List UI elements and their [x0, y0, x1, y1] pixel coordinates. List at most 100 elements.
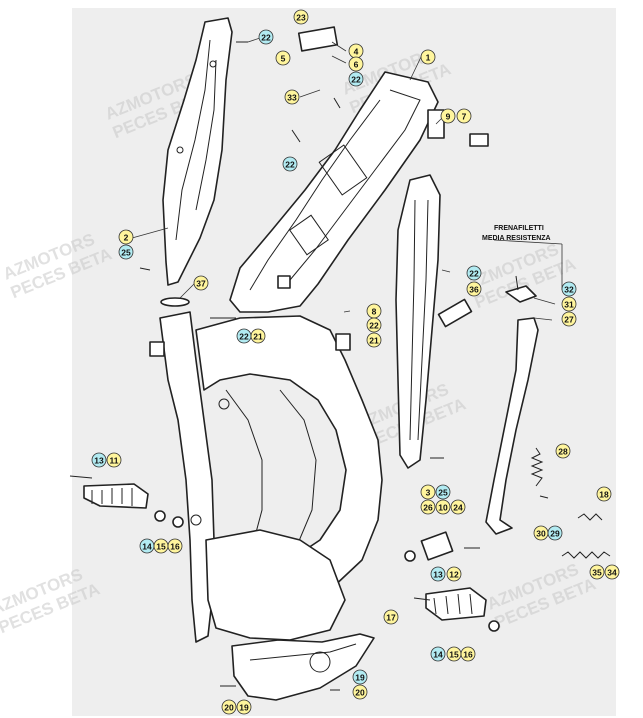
callout-label: 8 — [372, 307, 377, 317]
callout-9: 9 — [440, 108, 456, 124]
callout-label: 32 — [564, 285, 574, 295]
callout-label: 11 — [110, 456, 119, 466]
callout-circle — [561, 296, 577, 312]
callout-label: 28 — [558, 447, 568, 457]
callout-circle — [435, 484, 451, 500]
callout-circle — [450, 499, 466, 515]
rear-subframe — [229, 71, 439, 313]
callout-label: 22 — [469, 269, 479, 279]
threadlock-note: FRENAFILETTI MEDIA RESISTENZA — [482, 225, 551, 242]
callout-circle — [167, 538, 183, 554]
callout-label: 14 — [433, 650, 443, 660]
callout-label: 25 — [121, 248, 131, 258]
callout-33: 33 — [284, 89, 300, 105]
callout-label: 23 — [296, 13, 306, 23]
callout-16: 16 — [460, 646, 476, 662]
callout-label: 4 — [354, 47, 359, 57]
callout-34: 34 — [604, 564, 620, 580]
callout-circle — [282, 156, 298, 172]
callout-23: 23 — [293, 9, 309, 25]
springs — [530, 447, 611, 559]
callout-label: 22 — [285, 160, 295, 170]
callout-30: 30 — [533, 525, 549, 541]
callout-19: 19 — [352, 669, 368, 685]
callout-25: 25 — [118, 244, 134, 260]
callout-circle — [193, 275, 209, 291]
callout-11: 11 — [106, 452, 122, 468]
callout-label: 13 — [94, 456, 104, 466]
callout-circle — [284, 89, 300, 105]
right-footpeg — [413, 587, 487, 621]
callout-circle — [258, 29, 274, 45]
callout-label: 22 — [239, 332, 249, 342]
callout-13: 13 — [91, 452, 107, 468]
skid-plate — [231, 633, 375, 701]
callout-label: 13 — [433, 570, 443, 580]
callout-22: 22 — [366, 317, 382, 333]
callout-label: 22 — [351, 75, 361, 85]
callout-label: 22 — [261, 33, 271, 43]
callout-circle — [460, 646, 476, 662]
callout-circle — [446, 566, 462, 582]
callout-label: 19 — [239, 703, 249, 713]
callout-label: 20 — [355, 688, 365, 698]
callout-circle — [275, 50, 291, 66]
callout-circle — [589, 564, 605, 580]
callout-circle — [456, 108, 472, 124]
callout-32: 32 — [561, 281, 577, 297]
callout-24: 24 — [450, 499, 466, 515]
callout-label: 22 — [369, 321, 379, 331]
callout-circle — [91, 452, 107, 468]
callout-35: 35 — [589, 564, 605, 580]
callout-22: 22 — [236, 328, 252, 344]
callout-29: 29 — [547, 525, 563, 541]
callout-label: 16 — [463, 650, 473, 660]
callout-circle — [466, 281, 482, 297]
callout-label: 10 — [438, 503, 448, 513]
callout-7: 7 — [456, 108, 472, 124]
callout-label: 24 — [453, 503, 463, 513]
leader-lines — [131, 37, 563, 321]
callout-circle — [221, 699, 237, 715]
callout-21: 21 — [250, 328, 266, 344]
callout-circle — [420, 499, 436, 515]
callout-label: 1 — [426, 53, 431, 63]
callout-circle — [293, 9, 309, 25]
callout-label: 2 — [124, 233, 129, 243]
callout-16: 16 — [167, 538, 183, 554]
callout-label: 18 — [599, 490, 609, 500]
callout-label: 33 — [287, 93, 297, 103]
right-side-panel — [395, 174, 441, 469]
callout-label: 25 — [438, 488, 448, 498]
callout-circle — [420, 484, 436, 500]
callout-28: 28 — [555, 443, 571, 459]
callout-22: 22 — [258, 29, 274, 45]
callout-circle — [420, 49, 436, 65]
callout-label: 34 — [607, 568, 617, 578]
callout-circle — [435, 499, 451, 515]
callout-label: 17 — [386, 613, 396, 623]
callout-circle — [561, 281, 577, 297]
callout-18: 18 — [596, 486, 612, 502]
callout-1: 1 — [420, 49, 436, 65]
side-stand — [485, 285, 539, 535]
callout-circle — [430, 646, 446, 662]
callout-37: 37 — [193, 275, 209, 291]
callout-31: 31 — [561, 296, 577, 312]
note-line1: FRENAFILETTI — [494, 225, 544, 232]
callout-circle — [352, 684, 368, 700]
callout-label: 5 — [281, 54, 286, 64]
callout-label: 14 — [142, 542, 152, 552]
callout-14: 14 — [430, 646, 446, 662]
callout-label: 9 — [446, 112, 451, 122]
callout-circle — [596, 486, 612, 502]
callout-label: 15 — [449, 650, 459, 660]
callout-label: 29 — [550, 529, 560, 539]
callout-label: 37 — [196, 279, 206, 289]
note-line2: MEDIA RESISTENZA — [482, 235, 551, 242]
callout-circle — [383, 609, 399, 625]
callout-5: 5 — [275, 50, 291, 66]
main-frame — [149, 311, 383, 643]
